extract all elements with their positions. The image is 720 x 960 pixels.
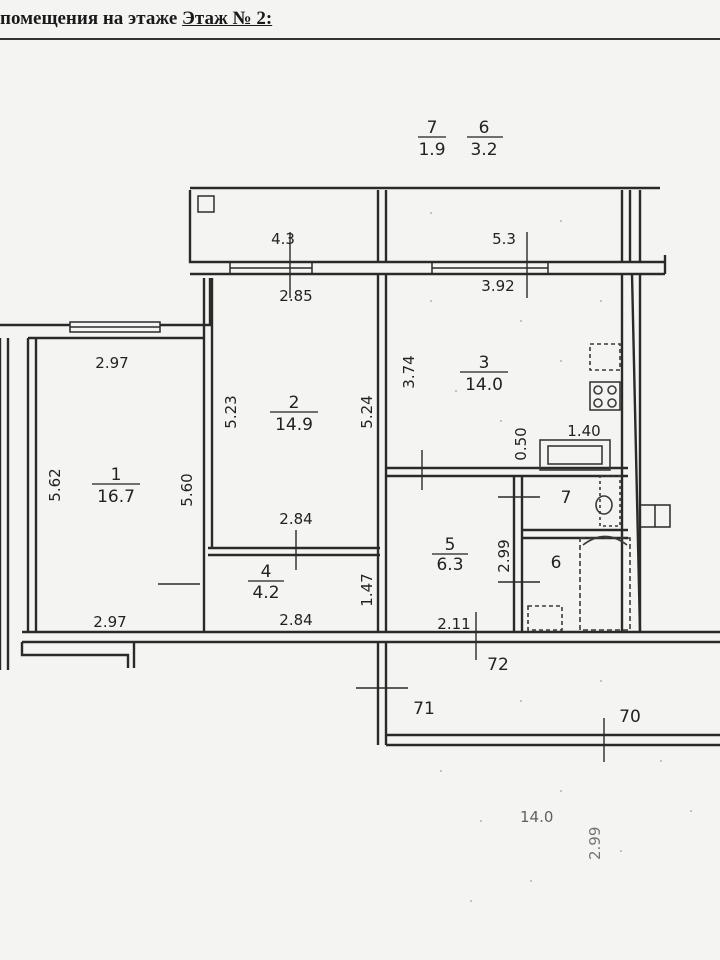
room-5-side-dim: 2.99 (495, 539, 513, 572)
room-5-area: 6.3 (436, 555, 463, 575)
room-6-area-top: 3.2 (470, 140, 497, 160)
room-1-left-dim: 5.62 (46, 468, 64, 501)
room-7-id: 7 (561, 488, 572, 508)
corridor-70: 70 (619, 707, 641, 727)
room-4-side-dim: 1.47 (358, 573, 376, 606)
room-4-bottom-dim: 2.84 (279, 611, 312, 629)
ventilation-shaft-icon (197, 195, 215, 213)
room-2-top-dim: 2.85 (279, 287, 312, 305)
room-1-right-dim: 5.60 (178, 473, 196, 506)
room-2-area: 14.9 (275, 415, 313, 435)
ghost-text-2: 2.99 (586, 827, 604, 860)
balcony-label-left: 4.3 (271, 230, 295, 248)
header-prefix: помещения на этаже (0, 8, 178, 29)
room-7-id-top: 7 (427, 118, 438, 138)
room-1-bottom-dim: 2.97 (93, 613, 126, 631)
header-floor: Этаж № 2: (182, 8, 273, 29)
room-4-area: 4.2 (252, 583, 279, 603)
room-2-id: 2 (289, 393, 300, 413)
room-6-id: 6 (551, 553, 562, 573)
room-2-left-dim: 5.23 (222, 395, 240, 428)
walls (0, 186, 720, 747)
room-1-area: 16.7 (97, 487, 135, 507)
room-5-bottom-dim: 2.11 (437, 615, 470, 633)
room-1-id: 1 (111, 465, 122, 485)
washbasin-icon (527, 605, 563, 631)
corridor-71: 71 (413, 699, 435, 719)
toilet-icon (595, 495, 613, 515)
room-2-right-dim: 5.24 (358, 395, 376, 428)
bathtub-icon (579, 537, 631, 631)
windows (69, 261, 671, 528)
room-3-id: 3 (479, 353, 490, 373)
room-6-id-top: 6 (479, 118, 490, 138)
sink-icon (589, 343, 621, 371)
balcony-label-right: 5.3 (492, 230, 516, 248)
stove-icon (589, 381, 621, 411)
room-4-id: 4 (261, 562, 272, 582)
ghost-text-1: 14.0 (520, 808, 553, 826)
room-5-id: 5 (445, 535, 456, 555)
room-3-left-dim: 3.74 (400, 355, 418, 388)
room-3-top-dim: 3.92 (481, 277, 514, 295)
section-marks (158, 232, 605, 762)
fixtures (197, 195, 631, 631)
scan-noise (430, 212, 692, 902)
room-3-counter-depth-dim: 0.50 (512, 427, 530, 460)
room-1-top-dim: 2.97 (95, 354, 128, 372)
room-7-area-top: 1.9 (418, 140, 445, 160)
header-rule (0, 38, 720, 40)
room-3-area: 14.0 (465, 375, 503, 395)
page-header: помещения на этаже Этаж № 2: (0, 8, 272, 30)
room-2-bottom-dim: 2.84 (279, 510, 312, 528)
kitchen-counter (539, 439, 611, 471)
room-3-counter-dim: 1.40 (567, 422, 600, 440)
corridor-72: 72 (487, 655, 509, 675)
